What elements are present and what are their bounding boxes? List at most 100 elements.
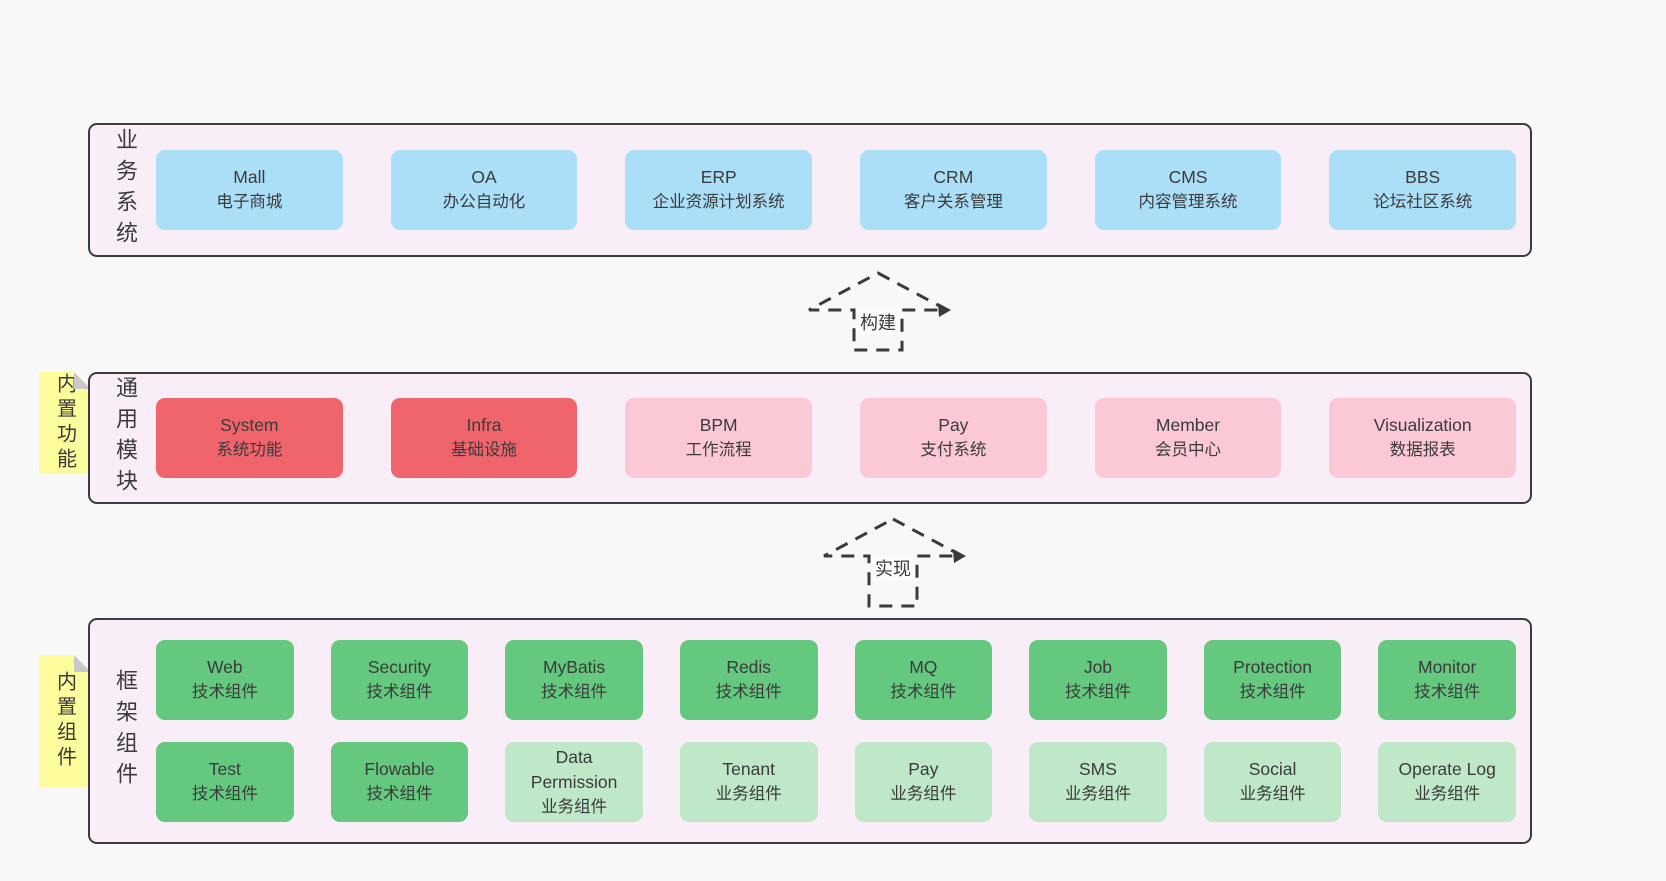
module-box-name: Protection bbox=[1233, 657, 1312, 677]
module-box-pay: Pay 业务组件 bbox=[854, 742, 993, 822]
module-box-name: System bbox=[220, 415, 279, 435]
module-box-pay: Pay 支付系统 bbox=[860, 398, 1047, 478]
module-box-desc: 技术组件 bbox=[1414, 683, 1481, 701]
module-box-name: Test bbox=[208, 759, 241, 779]
module-box-desc: 技术组件 bbox=[366, 683, 433, 701]
sticky-note-builtin-components: 内置组件 bbox=[39, 655, 91, 787]
module-box-operate-log: Operate Log 业务组件 bbox=[1378, 742, 1516, 822]
module-box-name: Flowable bbox=[364, 759, 435, 779]
layer-label-business-systems: 业务系统 bbox=[113, 128, 138, 252]
arrow-label: 构建 bbox=[856, 309, 900, 335]
module-box-desc: 技术组件 bbox=[191, 683, 258, 701]
module-box-name: MQ bbox=[909, 657, 938, 677]
module-box-tenant: Tenant 业务组件 bbox=[679, 742, 818, 822]
module-box-name: Security bbox=[367, 657, 432, 677]
module-box-sms: SMS 业务组件 bbox=[1029, 742, 1167, 822]
module-box-data-permission: Data Permission 业务组件 bbox=[505, 742, 643, 822]
module-box-name: Web bbox=[206, 657, 243, 677]
module-box-erp: ERP 企业资源计划系统 bbox=[625, 150, 813, 230]
module-box-mall: Mall 电子商城 bbox=[156, 150, 343, 230]
module-box-name: Social bbox=[1248, 759, 1297, 779]
module-box-desc: 技术组件 bbox=[1239, 683, 1306, 701]
module-box-name: Pay bbox=[938, 415, 969, 435]
module-box-desc: 电子商城 bbox=[216, 193, 283, 211]
module-box-desc: 办公自动化 bbox=[442, 193, 526, 211]
arrow-label: 实现 bbox=[871, 555, 915, 581]
dashed-up-arrow-icon bbox=[808, 271, 951, 352]
module-box-desc: 技术组件 bbox=[366, 785, 433, 803]
sticky-note-text: 内置功能 bbox=[53, 373, 76, 473]
module-box-desc: 工作流程 bbox=[685, 441, 752, 459]
module-box-name: Member bbox=[1155, 415, 1221, 435]
folded-corner-cut bbox=[74, 372, 91, 389]
module-box-infra: Infra 基础设施 bbox=[390, 398, 578, 478]
module-box-system: System 系统功能 bbox=[156, 398, 343, 478]
module-box-name: BBS bbox=[1405, 167, 1441, 187]
module-box-test: Test 技术组件 bbox=[156, 742, 294, 822]
module-box-desc: 会员中心 bbox=[1155, 441, 1222, 459]
module-box-crm: CRM 客户关系管理 bbox=[860, 150, 1047, 230]
layer-label-framework-components: 框架组件 bbox=[113, 669, 138, 793]
module-box-security: Security 技术组件 bbox=[330, 640, 469, 720]
module-box-desc: 技术组件 bbox=[890, 683, 957, 701]
module-box-desc: 客户关系管理 bbox=[903, 193, 1003, 211]
module-box-desc: 业务组件 bbox=[1239, 785, 1306, 803]
module-box-name: Redis bbox=[726, 657, 772, 677]
module-box-mq: MQ 技术组件 bbox=[854, 640, 993, 720]
sticky-note-text: 内置组件 bbox=[53, 671, 76, 771]
module-box-name: BPM bbox=[699, 415, 738, 435]
module-box-desc: 技术组件 bbox=[191, 785, 258, 803]
module-box-desc: 支付系统 bbox=[920, 441, 987, 459]
module-box-name: Data Permission bbox=[530, 746, 618, 792]
module-box-desc: 业务组件 bbox=[890, 785, 957, 803]
module-box-name: Infra bbox=[466, 415, 502, 435]
module-box-monitor: Monitor 技术组件 bbox=[1378, 640, 1516, 720]
arrow-implement: 实现 bbox=[820, 515, 966, 609]
module-box-member: Member 会员中心 bbox=[1094, 398, 1282, 478]
module-box-flowable: Flowable 技术组件 bbox=[330, 742, 469, 822]
module-box-desc: 技术组件 bbox=[541, 683, 608, 701]
module-box-name: CRM bbox=[933, 167, 974, 187]
module-box-desc: 数据报表 bbox=[1389, 441, 1456, 459]
module-box-desc: 系统功能 bbox=[216, 441, 283, 459]
module-box-name: Pay bbox=[908, 759, 939, 779]
folded-corner-cut bbox=[74, 655, 91, 672]
module-box-redis: Redis 技术组件 bbox=[679, 640, 818, 720]
layer-label-common-modules: 通用模块 bbox=[113, 376, 138, 500]
module-box-protection: Protection 技术组件 bbox=[1203, 640, 1342, 720]
module-box-desc: 技术组件 bbox=[715, 683, 782, 701]
module-box-name: Job bbox=[1083, 657, 1113, 677]
module-box-name: ERP bbox=[700, 167, 737, 187]
module-box-name: Mall bbox=[233, 167, 266, 187]
module-box-name: Operate Log bbox=[1398, 759, 1496, 779]
module-box-desc: 基础设施 bbox=[451, 441, 517, 459]
module-box-desc: 业务组件 bbox=[541, 797, 608, 816]
module-box-desc: 业务组件 bbox=[715, 785, 782, 803]
dashed-up-arrow-icon bbox=[823, 517, 966, 608]
module-box-desc: 论坛社区系统 bbox=[1373, 193, 1473, 211]
arrow-build: 构建 bbox=[805, 269, 951, 353]
module-box-name: Tenant bbox=[722, 759, 775, 779]
module-box-bbs: BBS 论坛社区系统 bbox=[1329, 150, 1517, 230]
module-box-mybatis: MyBatis 技术组件 bbox=[505, 640, 643, 720]
module-box-desc: 业务组件 bbox=[1414, 785, 1481, 803]
module-box-name: Monitor bbox=[1418, 657, 1477, 677]
module-box-desc: 业务组件 bbox=[1064, 785, 1131, 803]
module-box-bpm: BPM 工作流程 bbox=[625, 398, 813, 478]
module-box-name: CMS bbox=[1168, 167, 1208, 187]
module-box-name: MyBatis bbox=[542, 657, 606, 677]
sticky-note-builtin-features: 内置功能 bbox=[39, 372, 91, 474]
module-box-desc: 企业资源计划系统 bbox=[652, 193, 785, 211]
module-box-name: Visualization bbox=[1373, 415, 1472, 435]
module-box-visualization: Visualization 数据报表 bbox=[1329, 398, 1517, 478]
module-box-name: SMS bbox=[1078, 759, 1117, 779]
